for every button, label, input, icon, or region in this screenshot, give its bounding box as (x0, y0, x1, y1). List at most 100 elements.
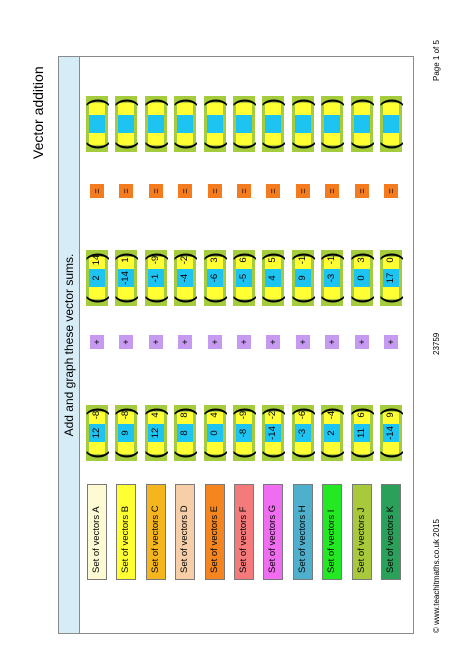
vector-x-component: -8 (238, 428, 249, 438)
answer-blank-box[interactable] (265, 115, 282, 133)
open-bracket: ( (259, 296, 287, 304)
open-bracket: ( (112, 142, 140, 150)
close-bracket: ) (377, 98, 404, 106)
answer-blank-box[interactable] (118, 115, 135, 133)
plus-sign: + (266, 335, 281, 349)
plus-sign: + (295, 335, 310, 349)
close-bracket: ) (83, 98, 110, 106)
open-bracket: ( (171, 142, 199, 150)
open-bracket: ( (347, 451, 375, 459)
plus-sign: + (384, 335, 398, 349)
vector-x-component: 9 (296, 275, 308, 281)
open-bracket: ( (259, 451, 287, 459)
open-bracket: ( (318, 451, 346, 459)
equals-sign: = (325, 184, 340, 198)
answer-vector[interactable]: () (230, 96, 257, 152)
answer-vector[interactable]: () (171, 96, 199, 152)
answer-blank-box[interactable] (294, 115, 311, 133)
open-bracket: ( (112, 451, 140, 459)
open-bracket: ( (318, 142, 346, 150)
answer-vector[interactable]: () (259, 96, 286, 152)
vector-y-component: 6 (238, 257, 249, 263)
vector-x-component: 8 (179, 430, 191, 436)
close-bracket: ) (318, 98, 346, 106)
answer-vector[interactable]: () (318, 96, 346, 152)
equals-sign: = (354, 184, 369, 198)
answer-vector[interactable]: () (377, 96, 404, 152)
open-bracket: ( (200, 142, 228, 150)
vector-y-component: -1 (296, 255, 308, 265)
answer-vector[interactable]: () (288, 96, 316, 152)
close-bracket: ) (112, 98, 140, 106)
vector-y-component: -8 (120, 410, 132, 420)
plus-sign: + (90, 335, 104, 349)
equals-sign: = (295, 184, 310, 198)
vector-y-component: -1 (326, 255, 338, 265)
column-vector: ()-3-6 (289, 405, 316, 461)
answer-blank-box[interactable] (177, 115, 194, 133)
answer-blank-box[interactable] (89, 115, 105, 133)
vector-x-component: 0 (355, 275, 367, 281)
close-bracket: ) (171, 98, 199, 106)
close-bracket: ) (230, 98, 257, 106)
vector-y-component: 6 (355, 412, 367, 418)
vector-y-component: 5 (267, 257, 279, 263)
answer-vector[interactable]: () (83, 96, 110, 152)
vector-x-component: -6 (208, 273, 220, 283)
vector-x-component: -14 (267, 426, 279, 440)
equals-sign: = (90, 184, 104, 198)
column-vector: ()-3-1 (318, 250, 346, 306)
vector-y-component: 8 (179, 412, 191, 418)
open-bracket: ( (200, 296, 228, 304)
vector-x-component: 2 (326, 430, 338, 436)
vector-x-component: 11 (355, 428, 367, 438)
vector-x-component: -14 (120, 271, 132, 285)
row-label: Set of vectors F (234, 484, 254, 580)
open-bracket: ( (171, 451, 199, 459)
answer-blank-box[interactable] (353, 115, 370, 133)
answer-blank-box[interactable] (206, 115, 223, 133)
open-bracket: ( (112, 296, 140, 304)
footer-copyright: © www.teachitmaths.co.uk 2015 (432, 519, 441, 633)
close-bracket: ) (288, 98, 316, 106)
answer-vector[interactable]: () (112, 96, 140, 152)
answer-vector[interactable]: () (348, 96, 375, 152)
vector-y-component: -2 (179, 255, 191, 265)
vector-y-component: 14 (91, 254, 102, 266)
answer-blank-box[interactable] (383, 115, 399, 133)
vector-x-component: 2 (91, 275, 102, 281)
vector-y-component: 9 (385, 412, 396, 418)
answer-vector[interactable]: () (200, 96, 228, 152)
column-vector: ()-4-2 (171, 250, 198, 306)
vector-y-component: 0 (385, 257, 396, 263)
equals-sign: = (148, 184, 163, 198)
page-title: Vector addition (30, 66, 46, 159)
answer-blank-box[interactable] (236, 115, 252, 133)
open-bracket: ( (230, 296, 257, 304)
column-vector: ()9-1 (289, 250, 316, 306)
equals-sign: = (266, 184, 281, 198)
open-bracket: ( (318, 296, 346, 304)
column-vector: ()2-4 (318, 405, 346, 461)
answer-vector[interactable]: () (141, 96, 169, 152)
vector-y-component: 4 (208, 412, 220, 418)
vector-x-component: 0 (208, 430, 220, 436)
vector-x-component: -14 (385, 426, 396, 440)
vector-y-component: 3 (355, 257, 367, 263)
equals-sign: = (119, 184, 134, 198)
vector-x-component: -1 (149, 273, 161, 283)
answer-blank-box[interactable] (324, 115, 341, 133)
row-label: Set of vectors A (87, 484, 107, 580)
answer-blank-box[interactable] (147, 115, 164, 133)
equals-sign: = (207, 184, 222, 198)
close-bracket: ) (141, 98, 169, 106)
plus-sign: + (207, 335, 222, 349)
